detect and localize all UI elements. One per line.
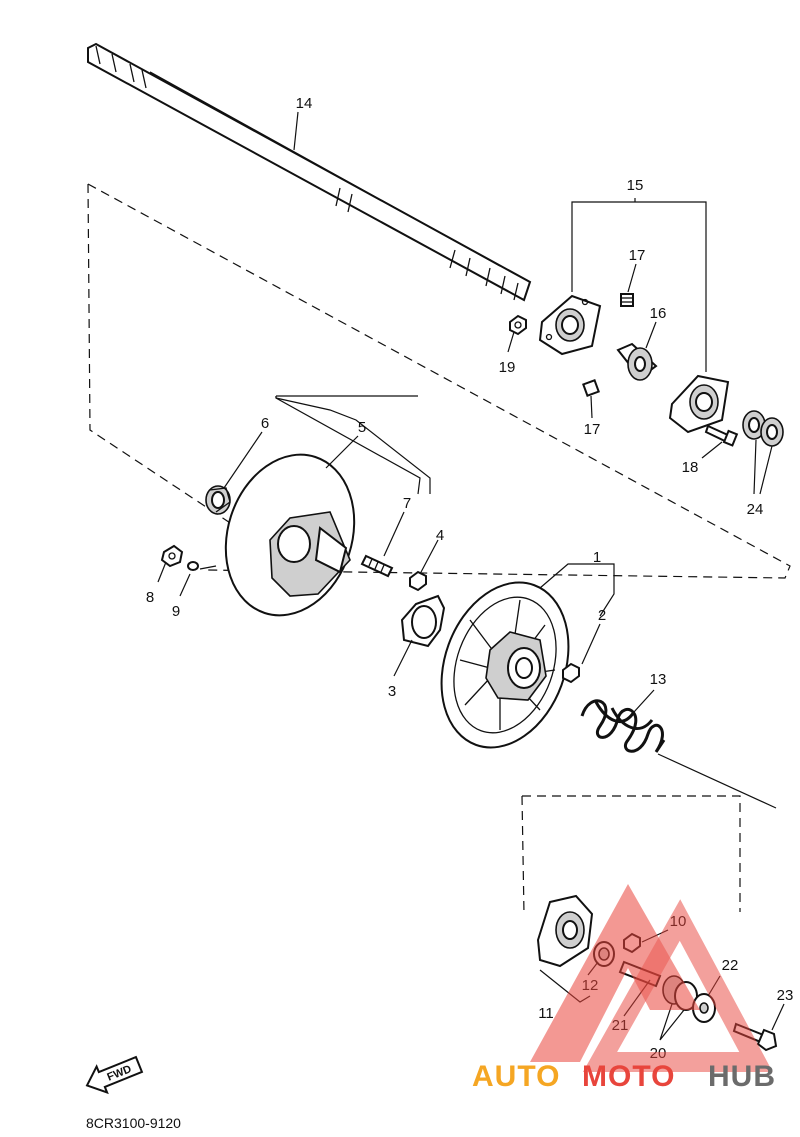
spring-13 [580, 699, 666, 753]
callout-11: 11 [538, 1005, 554, 1022]
sheave-1 [440, 581, 570, 749]
fwd-arrow: FWD [85, 1055, 144, 1095]
callout-17-bottom: 17 [584, 421, 601, 438]
bolt-8 [160, 544, 184, 568]
callout-8: 8 [146, 589, 154, 606]
watermark-text-auto: AUTO [472, 1060, 560, 1093]
seal-24 [742, 410, 784, 447]
callout-1: 1 [593, 549, 601, 566]
bearing-housing-right [668, 374, 730, 434]
washer-22 [692, 993, 716, 1023]
callout-17-top: 17 [629, 247, 646, 264]
shaft-14 [87, 42, 532, 302]
bolt-4 [409, 570, 427, 592]
callout-16: 16 [650, 305, 667, 322]
callout-9: 9 [172, 603, 180, 620]
callout-18: 18 [682, 459, 699, 476]
callout-3: 3 [388, 683, 396, 700]
bearing-housing-left [538, 294, 602, 356]
callout-15: 15 [627, 177, 644, 194]
gasket-3 [400, 594, 446, 648]
collar-6 [205, 485, 231, 515]
spring-axis-line [657, 753, 777, 809]
cover-11 [536, 894, 594, 968]
grease-nipple-17-bottom [582, 379, 600, 397]
nut-19 [509, 314, 527, 336]
callout-7: 7 [403, 495, 411, 512]
callout-6: 6 [261, 415, 269, 432]
screw-2 [562, 662, 580, 684]
callout-23: 23 [777, 987, 794, 1004]
washer-9 [187, 561, 199, 571]
diagram-code: 8CR3100-9120 [86, 1115, 181, 1131]
callout-2: 2 [598, 607, 606, 624]
callout-19: 19 [499, 359, 516, 376]
assembly-boundary [87, 183, 791, 579]
callout-5: 5 [358, 419, 366, 436]
lower-assembly-boundary [521, 795, 741, 915]
callout-14: 14 [296, 95, 313, 112]
callout-4: 4 [436, 527, 444, 544]
stud-7 [360, 554, 394, 578]
watermark-triangle-icon [530, 884, 700, 1062]
watermark-text-moto: MOTO [582, 1060, 675, 1093]
callout-labels: 1 2 3 4 5 6 7 8 9 10 11 12 13 14 15 16 1… [146, 95, 794, 1062]
watermark-logo [530, 884, 773, 1072]
bearing-16 [616, 342, 658, 381]
callout-22: 22 [722, 957, 739, 974]
watermark-text-hub: HUB [708, 1060, 776, 1093]
callout-24: 24 [747, 501, 764, 518]
grease-nipple-17-top [620, 293, 634, 307]
bolt-18 [704, 424, 739, 447]
callout-13: 13 [650, 671, 667, 688]
sheave-5 [224, 453, 356, 617]
